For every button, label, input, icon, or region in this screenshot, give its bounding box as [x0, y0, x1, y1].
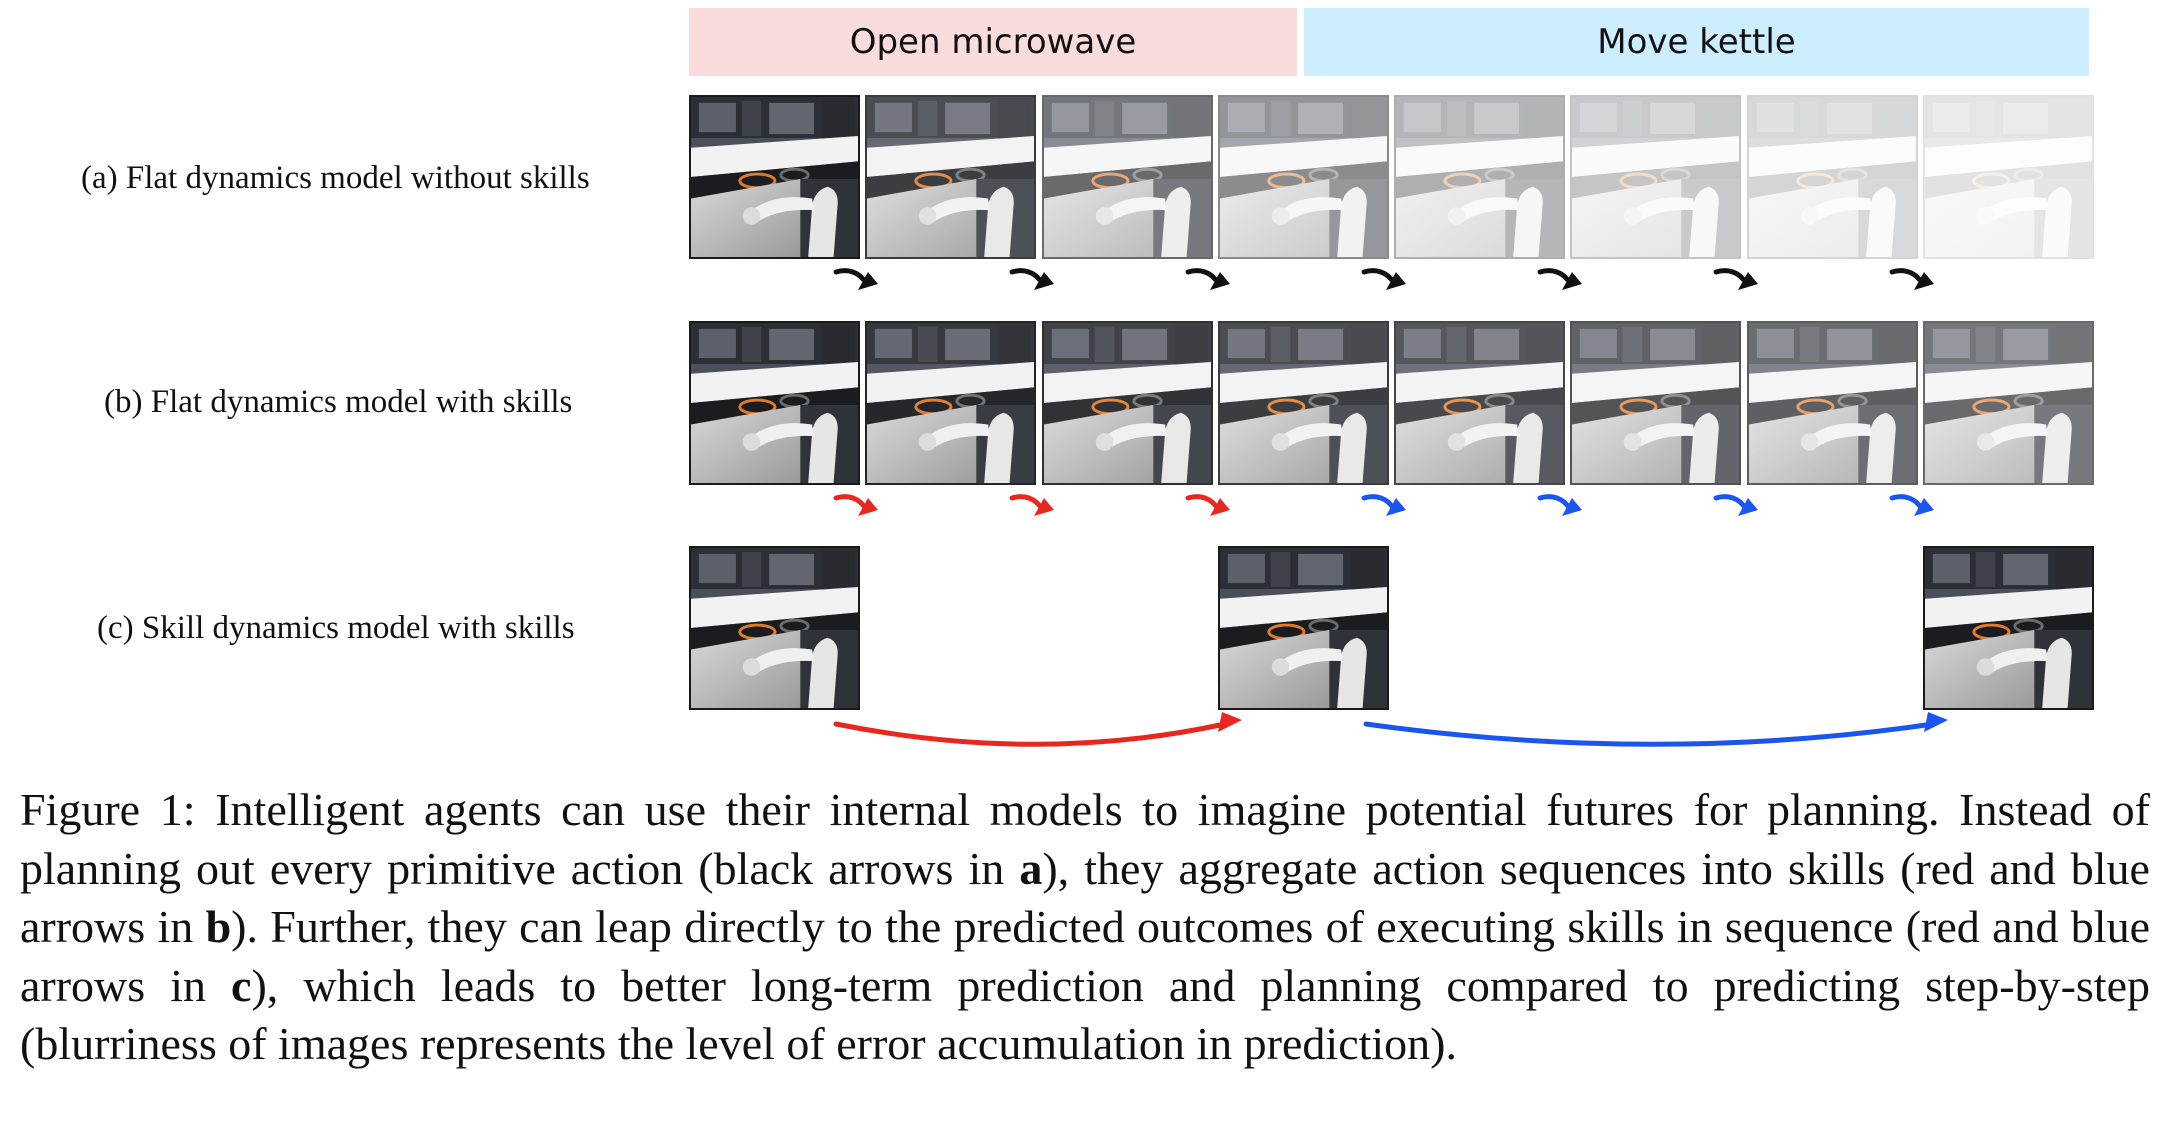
arrow-a-7: [1889, 268, 1934, 290]
frame-row-b-5: [1394, 321, 1565, 485]
caption-ref-a: a: [1019, 842, 1043, 894]
frame-row-a-8: [1923, 95, 2094, 259]
caption-ref-c: c: [231, 959, 252, 1011]
skill-label-open-microwave: Open microwave: [849, 22, 1137, 62]
arrow-a-5: [1537, 268, 1582, 290]
caption-ref-b: b: [205, 901, 232, 952]
arrow-b-7: [1889, 494, 1934, 516]
frame-row-c-3: [1923, 546, 2094, 710]
arrow-b-1: [833, 494, 878, 516]
arrow-a-6: [1713, 268, 1758, 290]
frame-row-b-3: [1042, 321, 1213, 485]
frame-row-b-4: [1218, 321, 1389, 485]
skill-bar-open-microwave: Open microwave: [689, 8, 1297, 76]
row-label-a: (a) Flat dynamics model without skills: [81, 160, 590, 196]
arrow-b-4: [1361, 494, 1406, 516]
arrow-b-5: [1537, 494, 1582, 516]
arrow-a-1: [833, 268, 878, 290]
arrow-c-1: [833, 712, 1242, 747]
frame-row-b-1: [689, 321, 860, 485]
frame-row-b-7: [1747, 321, 1918, 485]
caption-text-3: ). Further, they can leap directly to th…: [20, 901, 2150, 1011]
frame-row-a-5: [1394, 95, 1565, 259]
skill-bar-move-kettle: Move kettle: [1304, 8, 2089, 76]
arrow-a-3: [1185, 268, 1230, 290]
frame-row-c-2: [1218, 546, 1389, 710]
caption-text-4: ), which leads to better long-term predi…: [20, 959, 2150, 1070]
frame-row-a-1: [689, 95, 860, 259]
frame-row-b-2: [865, 321, 1036, 485]
caption-text-2: ), they aggregate action sequences into …: [20, 842, 2150, 953]
arrow-a-2: [1009, 268, 1054, 290]
figure-caption: Figure 1: Intelligent agents can use the…: [20, 781, 2150, 1074]
arrow-a-4: [1361, 268, 1406, 290]
frame-row-b-8: [1923, 321, 2094, 485]
frame-row-a-7: [1747, 95, 1918, 259]
row-label-b: (b) Flat dynamics model with skills: [104, 384, 573, 420]
arrow-b-3: [1185, 494, 1230, 516]
caption-text-1: Figure 1: Intelligent agents can use the…: [20, 784, 2150, 894]
frame-row-a-3: [1042, 95, 1213, 259]
frame-row-a-2: [865, 95, 1036, 259]
frame-row-a-6: [1570, 95, 1741, 259]
frame-row-c-1: [689, 546, 860, 710]
arrow-b-2: [1009, 494, 1054, 516]
skill-label-move-kettle: Move kettle: [1597, 22, 1796, 62]
row-label-c: (c) Skill dynamics model with skills: [97, 610, 575, 646]
frame-row-b-6: [1570, 321, 1741, 485]
arrow-b-6: [1713, 494, 1758, 516]
frame-row-a-4: [1218, 95, 1389, 259]
arrow-c-2: [1363, 712, 1948, 747]
